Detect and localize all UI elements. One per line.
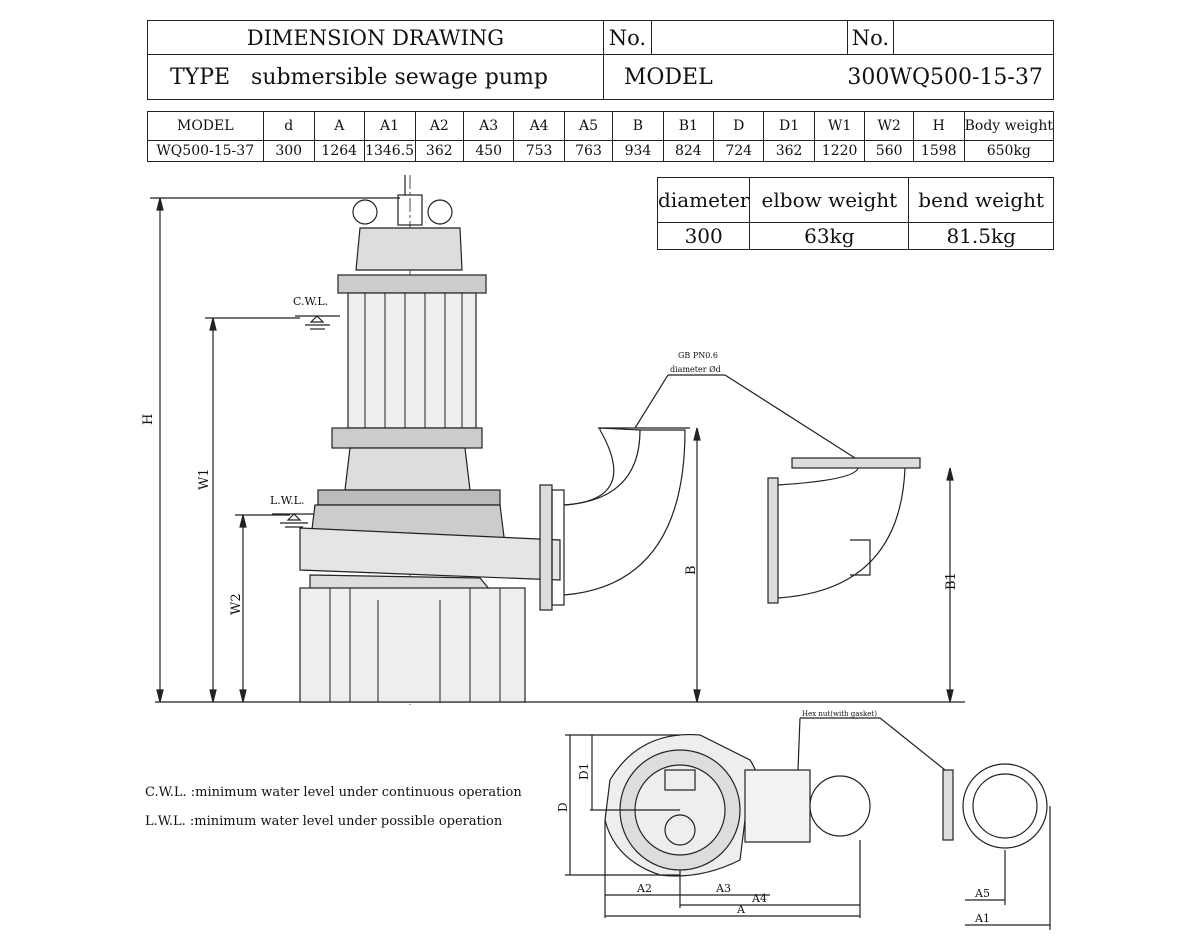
spec-header-cell: W2 xyxy=(864,111,914,141)
model-value: 300WQ500-15-37 xyxy=(847,54,1055,100)
svg-text:diameter Ød: diameter Ød xyxy=(670,365,721,374)
spec-header-cell: MODEL xyxy=(147,111,264,141)
spec-header-cell: B xyxy=(612,111,664,141)
model-label: MODEL xyxy=(602,54,848,100)
spec-header-cell: Body weight xyxy=(963,111,1055,141)
weight-diameter: 300 xyxy=(656,222,751,250)
spec-header-cell: A xyxy=(313,111,365,141)
spec-value-cell: 934 xyxy=(612,140,664,162)
cwl-marker: C.W.L. xyxy=(293,295,340,330)
flange-callout: GB PN0.6 diameter Ød xyxy=(634,351,856,459)
spec-value-cell: 362 xyxy=(763,140,815,162)
spec-value-cell: 724 xyxy=(713,140,765,162)
spec-value-cell: 560 xyxy=(864,140,914,162)
spec-value-cell: 362 xyxy=(414,140,465,162)
dimension-w1: W1 xyxy=(197,317,300,703)
svg-text:H: H xyxy=(141,414,156,425)
pump-side-view xyxy=(299,175,561,705)
no-value-2 xyxy=(892,20,1055,55)
weight-table: diameter elbow weight bend weight 300 63… xyxy=(656,177,1054,250)
spec-value-cell: 300 xyxy=(262,140,315,162)
type-cell: TYPE submersible sewage pump xyxy=(147,54,604,100)
dimension-b1: B1 xyxy=(944,467,959,703)
lwl-marker: L.W.L. xyxy=(270,494,318,528)
svg-text:D1: D1 xyxy=(577,763,591,780)
svg-text:A1: A1 xyxy=(974,912,990,925)
svg-text:A: A xyxy=(736,903,746,916)
svg-text:GB PN0.6: GB PN0.6 xyxy=(678,351,718,360)
weight-bend: 81.5kg xyxy=(908,222,1054,250)
spec-value-cell: 450 xyxy=(462,140,515,162)
bend-fitting xyxy=(767,457,921,604)
spec-header-cell: B1 xyxy=(662,111,715,141)
weight-header-bend: bend weight xyxy=(908,177,1054,223)
bottom-dimensions: A2 A3 A4 A A5 A1 xyxy=(604,806,1051,930)
drawing-title: DIMENSION DRAWING xyxy=(147,20,604,55)
svg-text:B: B xyxy=(684,565,699,575)
spec-value-cell: 1346.5 xyxy=(363,140,416,162)
spec-value-cell: 1220 xyxy=(813,140,866,162)
dimension-h: H xyxy=(141,197,400,703)
spec-value-cell: 1598 xyxy=(912,140,965,162)
discharge-elbow xyxy=(539,427,690,611)
svg-text:D: D xyxy=(556,802,570,812)
dimension-d1: D1 xyxy=(577,735,680,811)
note-lwl: L.W.L. :minimum water level under possib… xyxy=(145,814,503,829)
svg-text:B1: B1 xyxy=(944,572,959,590)
pump-plan-view: Hex nut(with gasket) xyxy=(604,710,1048,877)
spec-value-cell: 763 xyxy=(563,140,614,162)
spec-header-cell: A5 xyxy=(563,111,614,141)
spec-header-cell: D1 xyxy=(763,111,815,141)
svg-text:Hex nut(with gasket): Hex nut(with gasket) xyxy=(802,710,877,718)
no-label-1: No. xyxy=(602,20,652,55)
dimension-w2: W2 xyxy=(229,514,290,703)
dimension-d: D xyxy=(556,734,680,876)
type-label: TYPE xyxy=(170,64,231,90)
note-cwl: C.W.L. :minimum water level under contin… xyxy=(145,785,522,800)
title-block: DIMENSION DRAWING No. No. TYPE submersib… xyxy=(147,20,1055,100)
svg-text:A2: A2 xyxy=(636,882,652,895)
svg-text:L.W.L.: L.W.L. xyxy=(270,494,304,507)
weight-elbow: 63kg xyxy=(749,222,910,250)
dimension-b: B xyxy=(684,427,701,703)
spec-value-cell: 650kg xyxy=(963,140,1055,162)
svg-text:A5: A5 xyxy=(974,887,990,900)
spec-value-cell: 1264 xyxy=(313,140,365,162)
no-label-2: No. xyxy=(846,20,894,55)
svg-text:A3: A3 xyxy=(715,882,731,895)
svg-text:W2: W2 xyxy=(229,593,244,615)
spec-header-cell: d xyxy=(262,111,315,141)
svg-text:C.W.L.: C.W.L. xyxy=(293,295,328,308)
svg-text:A4: A4 xyxy=(751,892,767,905)
spec-value-cell: WQ500-15-37 xyxy=(147,140,264,162)
weight-header-diameter: diameter xyxy=(656,177,751,223)
type-value: submersible sewage pump xyxy=(251,64,548,90)
spec-value-cell: 824 xyxy=(662,140,715,162)
svg-text:W1: W1 xyxy=(197,468,212,490)
